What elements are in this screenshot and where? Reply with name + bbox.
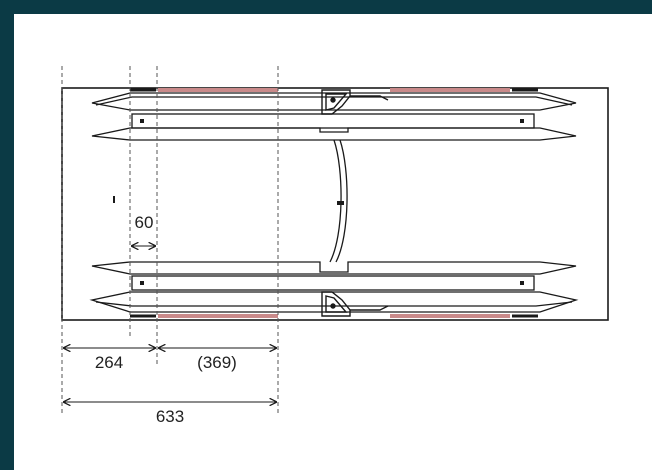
dim-right-label: (369)	[197, 353, 237, 372]
bed-outline	[61, 87, 609, 321]
dim-gap-label: 60	[135, 213, 154, 232]
pad-highlights	[158, 88, 510, 318]
drawing-frame: 60 264 (369) 633	[14, 14, 652, 470]
dimension-lines	[63, 246, 277, 402]
clamp-bracket-top	[321, 89, 389, 115]
pad-end-caps	[130, 88, 538, 318]
clamp-bracket-bottom	[321, 291, 389, 317]
technical-drawing: 60 264 (369) 633	[61, 66, 609, 426]
bolt-markers	[113, 119, 524, 285]
dim-left-label: 264	[95, 353, 123, 372]
reference-lines	[61, 66, 279, 414]
dim-total-label: 633	[156, 407, 184, 426]
center-link	[329, 139, 348, 263]
